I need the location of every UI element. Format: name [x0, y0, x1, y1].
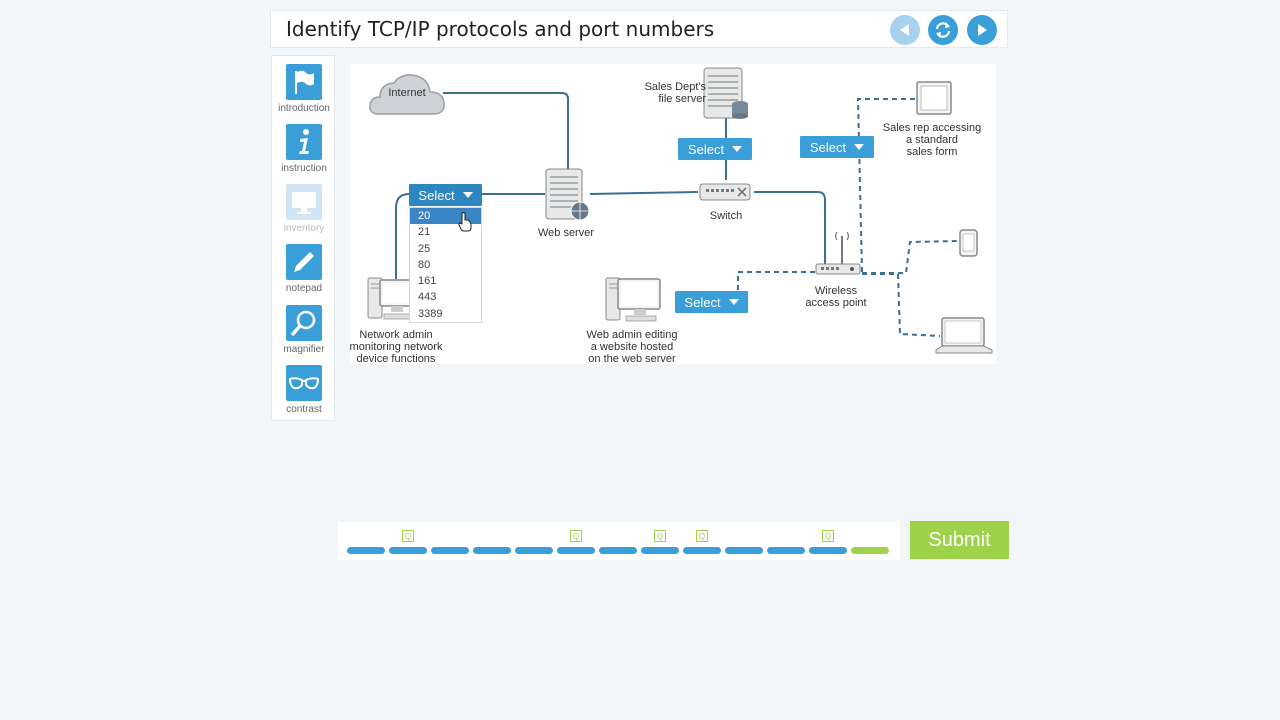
- refresh-icon: [935, 22, 951, 38]
- tool-label: inventory: [283, 223, 325, 234]
- tool-label: instruction: [281, 163, 327, 174]
- tool-label: contrast: [286, 404, 322, 415]
- workstation-icon: [367, 277, 415, 320]
- page-title: Identify TCP/IP protocols and port numbe…: [286, 17, 715, 41]
- label-line: Sales Dept's: [644, 81, 706, 93]
- dropdown-option[interactable]: 25: [418, 242, 431, 255]
- sales-rep-label: Sales rep accessing a standard sales for…: [876, 122, 988, 158]
- tool-introduction[interactable]: introduction: [272, 64, 336, 114]
- file-server-label: Sales Dept's file server: [626, 81, 706, 105]
- tool-instruction[interactable]: instruction: [272, 124, 336, 174]
- progress-segment[interactable]: [557, 547, 595, 554]
- label-line: file server: [658, 93, 706, 105]
- wireless-label: Wireless access point: [794, 285, 878, 309]
- dropdown-option[interactable]: 80: [418, 258, 431, 271]
- question-marker-icon: Q: [654, 530, 666, 542]
- progress-segment[interactable]: [473, 547, 511, 554]
- question-marker-icon: Q: [696, 530, 708, 542]
- submit-button[interactable]: Submit: [910, 521, 1009, 559]
- wireless-access-point-icon: [815, 231, 861, 275]
- tool-contrast[interactable]: contrast: [272, 365, 336, 415]
- phone-icon: [959, 229, 978, 257]
- progress-segment[interactable]: [725, 547, 763, 554]
- tool-notepad[interactable]: notepad: [272, 244, 336, 294]
- tool-magnifier[interactable]: magnifier: [272, 305, 336, 355]
- progress-segment[interactable]: [641, 547, 679, 554]
- internet-label: Internet: [388, 87, 426, 99]
- tablet-icon: [916, 81, 952, 115]
- info-icon: [286, 124, 322, 160]
- label-line: a website hosted: [590, 341, 674, 353]
- chevron-down-icon: [732, 146, 743, 152]
- web-admin-workstation-icon: [605, 277, 661, 322]
- chevron-down-icon: [728, 299, 739, 305]
- question-marker-icon: Q: [822, 530, 834, 542]
- arrow-right-icon: [978, 24, 987, 36]
- network-admin-port-select[interactable]: Select: [409, 184, 482, 206]
- progress-segment[interactable]: [851, 547, 889, 554]
- label-line: Wireless: [814, 285, 858, 297]
- web-admin-port-select[interactable]: Select: [675, 291, 748, 313]
- dropdown-option[interactable]: 161: [418, 275, 437, 288]
- laptop-icon: [935, 317, 993, 354]
- label-line: device functions: [356, 353, 436, 365]
- network-admin-label: Network admin monitoring network device …: [346, 329, 446, 365]
- question-marker-icon: Q: [402, 530, 414, 542]
- server-icon: [545, 168, 590, 221]
- monitor-icon: [286, 184, 322, 220]
- tool-label: notepad: [285, 283, 323, 294]
- label-line: monitoring network: [349, 341, 443, 353]
- web-admin-label: Web admin editing a website hosted on th…: [582, 329, 682, 365]
- sales-rep-port-select[interactable]: Select: [800, 136, 874, 158]
- label-line: a standard: [906, 134, 958, 146]
- label-line: Web admin editing: [586, 329, 678, 341]
- hand-cursor-icon: [458, 212, 472, 232]
- progress-segment[interactable]: [347, 547, 385, 554]
- progress-segment[interactable]: [389, 547, 427, 554]
- web-server-label: Web server: [537, 227, 595, 239]
- question-marker-icon: Q: [570, 530, 582, 542]
- label-line: Sales rep accessing: [882, 122, 982, 134]
- tool-label: magnifier: [283, 344, 325, 355]
- label-line: sales form: [906, 146, 958, 158]
- flag-icon: [286, 64, 322, 100]
- chevron-down-icon: [462, 192, 473, 198]
- dropdown-option[interactable]: 21: [418, 226, 431, 239]
- label-line: access point: [805, 297, 867, 309]
- progress-segment[interactable]: [809, 547, 847, 554]
- arrow-left-icon: [900, 24, 909, 36]
- select-label: Select: [684, 294, 721, 310]
- progress-segment[interactable]: [767, 547, 805, 554]
- progress-segment[interactable]: [515, 547, 553, 554]
- next-button[interactable]: [967, 15, 997, 45]
- file-server-icon: [703, 67, 748, 119]
- tool-inventory: inventory: [272, 184, 336, 234]
- progress-segment[interactable]: [599, 547, 637, 554]
- progress-segment[interactable]: [431, 547, 469, 554]
- chevron-down-icon: [854, 144, 865, 150]
- progress-segment[interactable]: [683, 547, 721, 554]
- file-server-port-select[interactable]: Select: [678, 138, 752, 160]
- pencil-icon: [286, 244, 322, 280]
- dropdown-option[interactable]: 443: [418, 291, 437, 304]
- header-bar: Identify TCP/IP protocols and port numbe…: [270, 10, 1008, 48]
- select-label: Select: [418, 187, 455, 203]
- back-button[interactable]: [890, 15, 920, 45]
- reset-button[interactable]: [928, 15, 958, 45]
- cloud-icon: [369, 74, 445, 115]
- select-label: Select: [809, 139, 847, 155]
- tool-label: introduction: [278, 103, 330, 114]
- magnifier-icon: [286, 305, 322, 341]
- switch-icon: [699, 183, 751, 201]
- label-line: Network admin: [359, 329, 433, 341]
- tool-sidebar: introduction instruction inventory notep…: [271, 55, 335, 421]
- select-label: Select: [687, 141, 725, 157]
- dropdown-option[interactable]: 3389: [418, 307, 443, 320]
- label-line: on the web server: [588, 353, 676, 365]
- glasses-icon: [286, 365, 322, 401]
- switch-label: Switch: [709, 210, 743, 222]
